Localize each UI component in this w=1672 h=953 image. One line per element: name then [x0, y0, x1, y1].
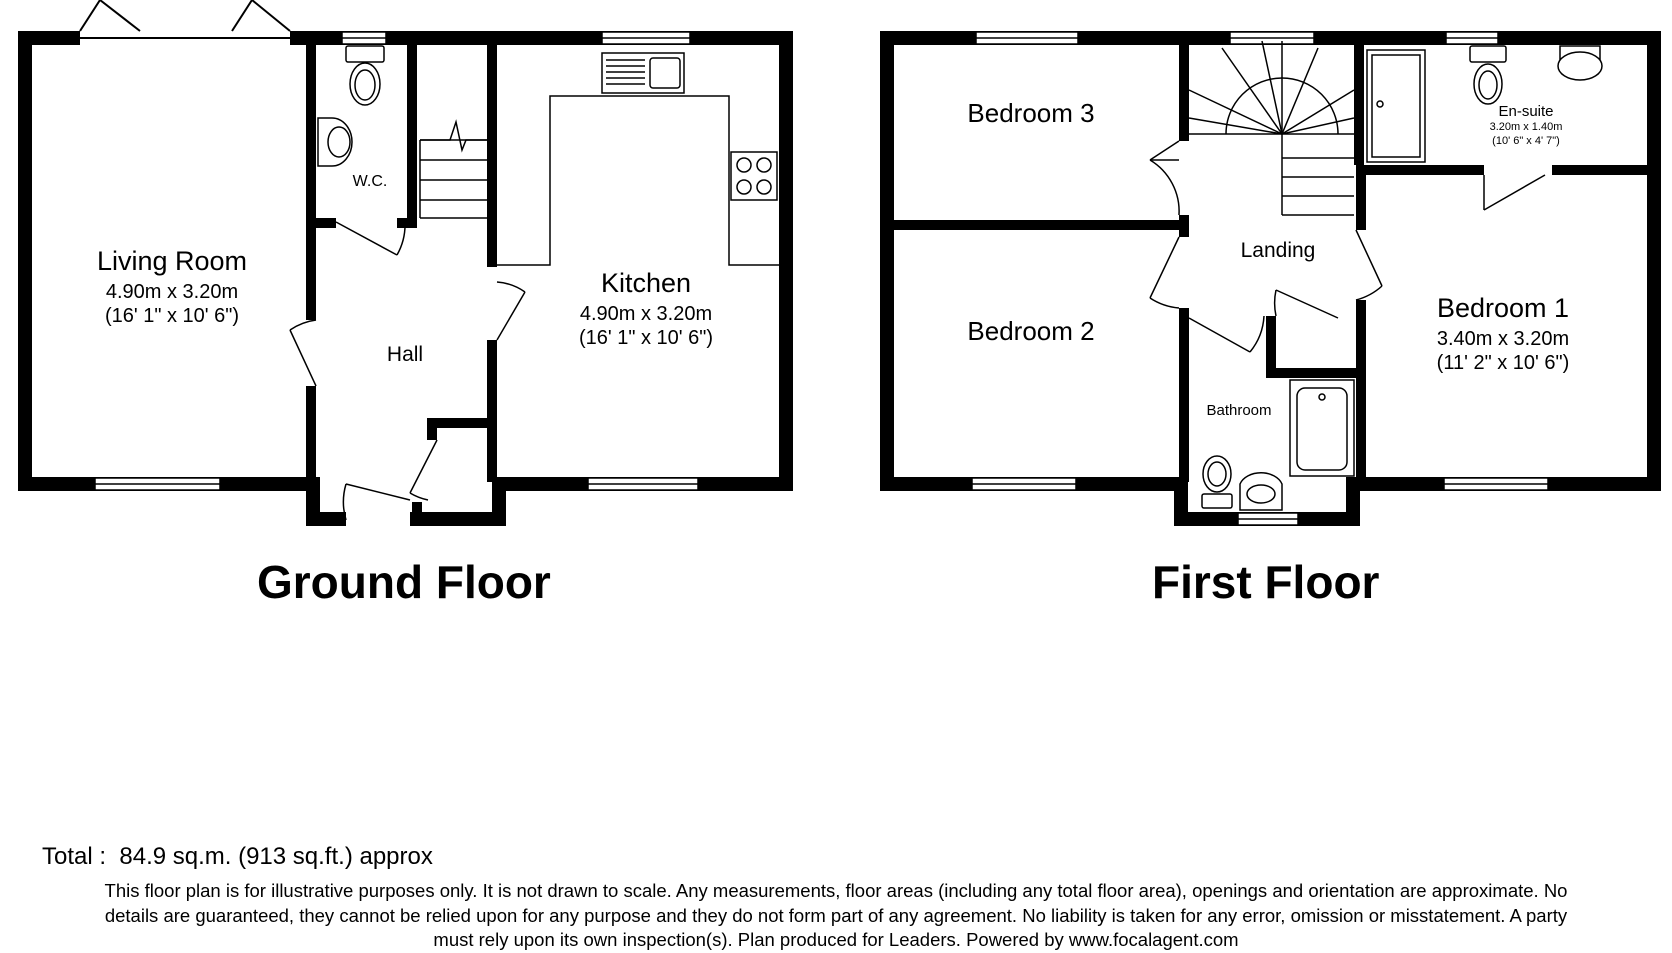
ensuite-dims-ft: (10' 6" x 4' 7"): [1492, 135, 1560, 147]
living-room-dims-ft: (16' 1" x 10' 6"): [105, 305, 239, 327]
disclaimer: This floor plan is for illustrative purp…: [0, 879, 1672, 953]
ground-floor-plan: [18, 0, 793, 526]
bathroom-name: Bathroom: [1206, 402, 1271, 419]
ground-floor-title: Ground Floor: [257, 556, 551, 608]
ground-floor-walls: [18, 31, 793, 526]
basin-icon: [317, 117, 353, 167]
room-labels: Living Room 4.90m x 3.20m (16' 1" x 10' …: [97, 98, 1569, 419]
landing-name: Landing: [1241, 239, 1316, 262]
window-icon: [94, 31, 699, 491]
basin-icon: [1557, 45, 1603, 81]
living-room-dims-m: 4.90m x 3.20m: [106, 281, 238, 303]
bedroom1-dims-ft: (11' 2" x 10' 6"): [1437, 352, 1570, 374]
kitchen-worktop: [497, 95, 779, 266]
toilet-icon: [345, 45, 385, 106]
stairs-icon: [1188, 40, 1355, 216]
door-swing-icon: [1149, 140, 1546, 353]
stairs-icon: [419, 119, 487, 219]
ensuite-name: En-suite: [1498, 103, 1553, 120]
ensuite-dims-m: 3.20m x 1.40m: [1490, 121, 1563, 133]
basin-icon: [1239, 472, 1283, 511]
bath-icon: [1289, 379, 1355, 477]
shower-tray-icon: [1366, 49, 1426, 163]
living-room-name: Living Room: [97, 246, 247, 276]
first-floor-plan: [880, 31, 1661, 526]
kitchen-dims-ft: (16' 1" x 10' 6"): [579, 327, 713, 349]
disclaimer-line: must rely upon its own inspection(s). Pl…: [433, 929, 1239, 950]
total-area: Total : 84.9 sq.m. (913 sq.ft.) approx: [42, 843, 433, 870]
toilet-icon: [1201, 455, 1233, 509]
disclaimer-line: This floor plan is for illustrative purp…: [104, 880, 1568, 901]
bedroom1-name: Bedroom 1: [1437, 293, 1569, 323]
patio-door-icon: [79, 0, 291, 39]
disclaimer-line: details are guaranteed, they cannot be r…: [104, 904, 1568, 926]
first-floor-title: First Floor: [1152, 556, 1380, 608]
hall-name: Hall: [387, 343, 423, 366]
door-swing-icon: [289, 221, 526, 521]
bedroom3-name: Bedroom 3: [967, 98, 1094, 128]
kitchen-dims-m: 4.90m x 3.20m: [580, 303, 712, 325]
toilet-icon: [1469, 45, 1507, 105]
sink-icon: [601, 52, 685, 94]
window-icon: [971, 31, 1549, 526]
kitchen-name: Kitchen: [601, 268, 691, 298]
bedroom1-dims-m: 3.40m x 3.20m: [1437, 328, 1569, 350]
hob-icon: [730, 151, 778, 201]
bedroom2-name: Bedroom 2: [967, 316, 1094, 346]
wc-name: W.C.: [353, 173, 388, 190]
